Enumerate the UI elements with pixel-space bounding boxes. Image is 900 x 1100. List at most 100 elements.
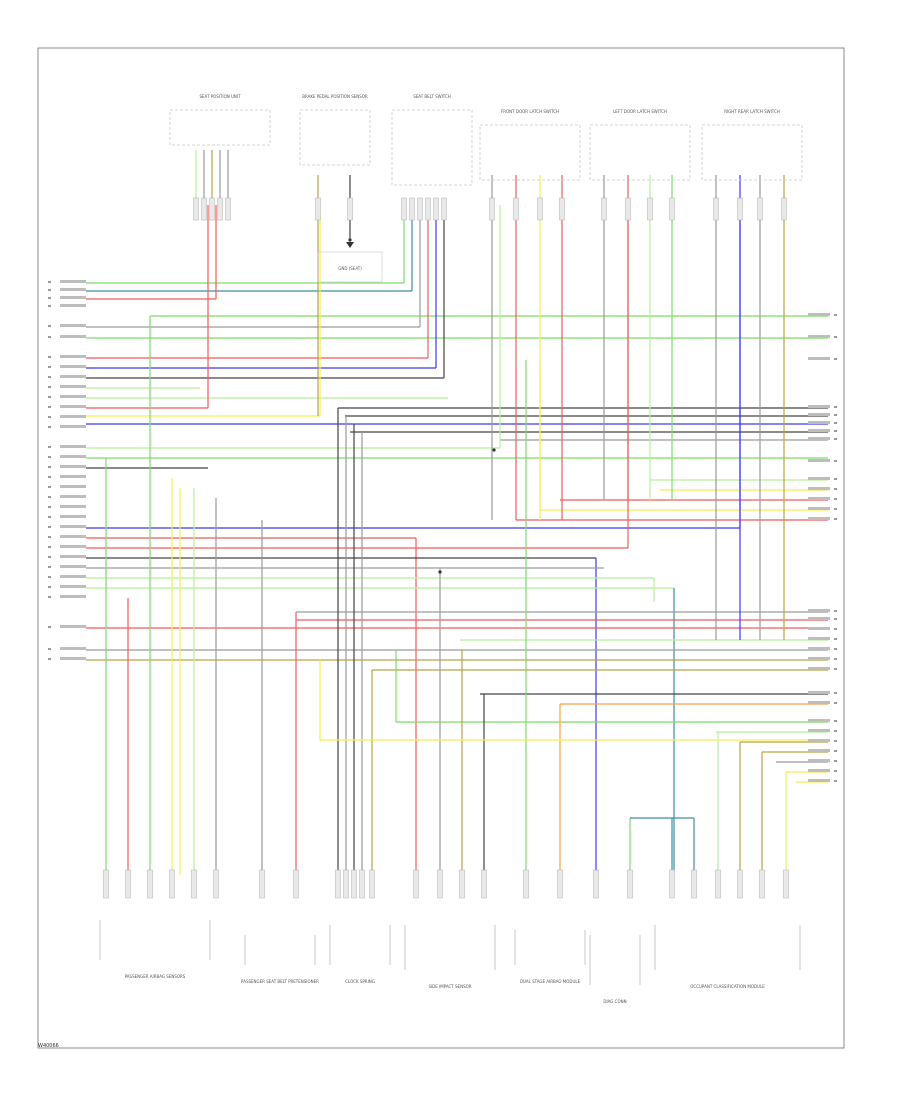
wire-label-right: [808, 335, 830, 338]
wire-label-left: [60, 515, 86, 518]
wire-label-left: [60, 304, 86, 307]
connector-pin: [369, 869, 375, 899]
connector-pin: [217, 197, 223, 221]
pin-number-left: [48, 486, 51, 488]
connector-pin: [557, 869, 563, 899]
component-label: DUAL STAGE AIRBAG MODULE: [520, 979, 581, 984]
ground-outline: [317, 251, 383, 283]
pin-number-left: [48, 456, 51, 458]
wire-label-left: [60, 495, 86, 498]
pin-number-right: [834, 692, 837, 694]
wire-label-left: [60, 505, 86, 508]
component-label: PASSENGER SEAT BELT PRETENSIONER: [241, 979, 319, 984]
wire-label-right: [808, 701, 830, 704]
connector-pin: [191, 869, 197, 899]
connector-pin: [625, 197, 631, 221]
splice-dot: [438, 570, 442, 574]
connector-pin: [757, 197, 763, 221]
wire-label-right: [808, 729, 830, 732]
component-label: DIAG CONN: [603, 999, 626, 1004]
wire-label-right: [808, 459, 830, 462]
pin-number-right: [834, 628, 837, 630]
pin-number-left: [48, 596, 51, 598]
connector-pin: [401, 197, 407, 221]
pin-number-left: [48, 281, 51, 283]
pin-number-right: [834, 740, 837, 742]
ground-label: GND (SEAT): [338, 266, 362, 271]
wire-label-right: [808, 759, 830, 762]
pin-number-left: [48, 396, 51, 398]
wire-label-right: [808, 769, 830, 772]
pin-number-left: [48, 506, 51, 508]
connector-pin: [193, 197, 199, 221]
connector-pin: [417, 197, 423, 221]
pin-number-left: [48, 658, 51, 660]
pin-number-right: [834, 422, 837, 424]
wire-label-left: [60, 565, 86, 568]
connector-pin: [737, 197, 743, 221]
wire-label-left: [60, 625, 86, 628]
pin-number-right: [834, 770, 837, 772]
component-clock-spring: CLOCK SPRING: [329, 925, 391, 984]
component-outline: [589, 124, 691, 181]
pin-number-right: [834, 638, 837, 640]
connector-pin: [359, 869, 365, 899]
splice-dot: [348, 238, 352, 242]
component-brake-pedal: BRAKE PEDAL POSITION SENSOR: [299, 94, 371, 166]
pin-number-right: [834, 750, 837, 752]
wire-label-left: [60, 445, 86, 448]
connector-pin: [513, 197, 519, 221]
wire-label-right: [808, 429, 830, 432]
component-rr-door: RIGHT REAR LATCH SWITCH: [701, 109, 803, 181]
wire-label-left: [60, 385, 86, 388]
splice-dot: [492, 448, 496, 452]
wire-label-right: [808, 487, 830, 490]
connector-pin: [343, 869, 349, 899]
connector-pin: [647, 197, 653, 221]
pin-number-right: [834, 658, 837, 660]
wire-label-right: [808, 609, 830, 612]
wire-label-right: [808, 405, 830, 408]
pin-number-right: [834, 702, 837, 704]
wire: [319, 660, 828, 741]
connector-pin: [409, 197, 415, 221]
connector-pin: [147, 869, 153, 899]
wire-label-left: [60, 405, 86, 408]
wire-label-right: [808, 627, 830, 630]
connector-pin: [169, 869, 175, 899]
wire-label-left: [60, 525, 86, 528]
pin-number-left: [48, 416, 51, 418]
wire-label-left: [60, 485, 86, 488]
component-lf-door: LEFT DOOR LATCH SWITCH: [589, 109, 691, 181]
wire-label-right: [808, 477, 830, 480]
pin-number-left: [48, 466, 51, 468]
wire-label-left: [60, 395, 86, 398]
connector-pin: [781, 197, 787, 221]
pin-number-right: [834, 508, 837, 510]
wire-label-left: [60, 585, 86, 588]
component-seat-belt: SEAT BELT SWITCH: [391, 94, 473, 186]
pin-number-right: [834, 760, 837, 762]
wire-label-left: [60, 535, 86, 538]
component-side-impact: SIDE IMPACT SENSOR: [404, 925, 496, 989]
component-outline: [479, 124, 581, 181]
component-fr-door: FRONT DOOR LATCH SWITCH: [479, 109, 581, 181]
wire-layer: [86, 150, 828, 875]
page-code: W40066: [38, 1043, 59, 1049]
pin-number-right: [834, 498, 837, 500]
connector-pin: [715, 869, 721, 899]
pin-number-left: [48, 586, 51, 588]
pin-number-left: [48, 476, 51, 478]
pin-number-left: [48, 648, 51, 650]
pin-number-left: [48, 406, 51, 408]
connector-pin: [737, 869, 743, 899]
component-outline: [701, 124, 803, 181]
component-passenger-airbag: PASSENGER AIRBAG SENSORS: [99, 920, 211, 979]
connector-pin: [783, 869, 789, 899]
pin-number-left: [48, 305, 51, 307]
wire-label-left: [60, 595, 86, 598]
component-label: BRAKE PEDAL POSITION SENSOR: [302, 94, 368, 99]
component-outline: [299, 109, 371, 166]
